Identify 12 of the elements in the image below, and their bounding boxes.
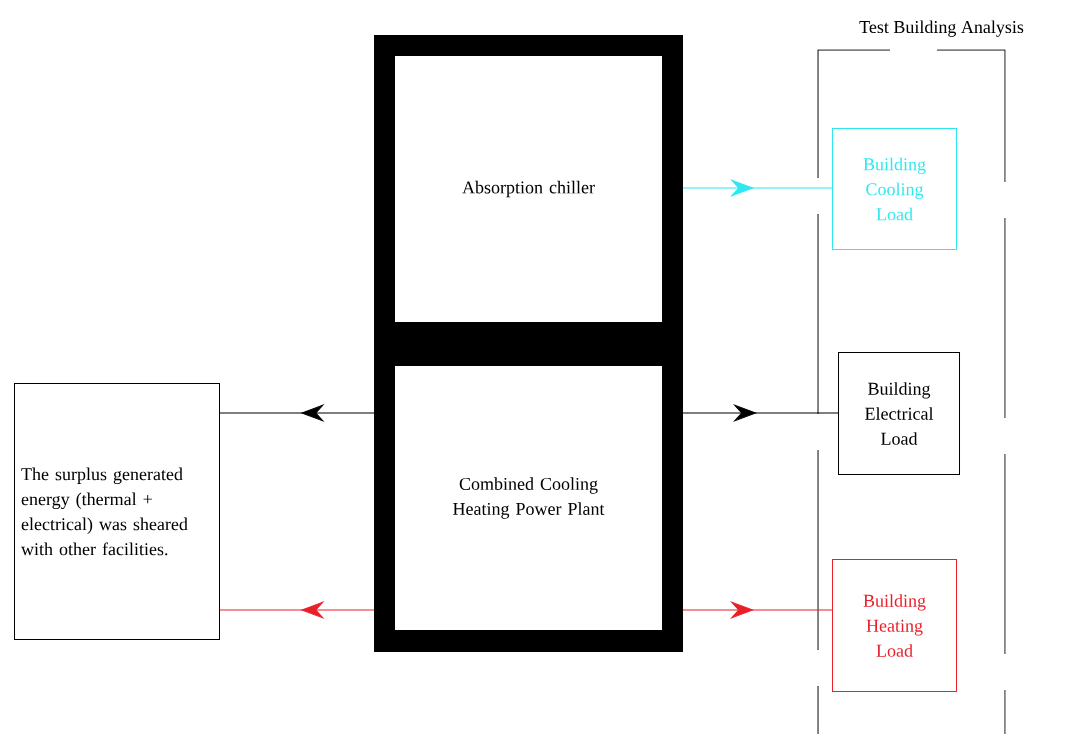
arrow: [219, 404, 375, 422]
load-box: Building Cooling Load: [832, 128, 957, 250]
load-box: Building Electrical Load: [838, 352, 960, 475]
arrow: [682, 404, 839, 422]
process-box: Combined Cooling Heating Power Plant: [381, 352, 676, 644]
arrow: [219, 601, 375, 619]
arrow: [682, 601, 833, 619]
process-box: Absorption chiller: [381, 42, 676, 336]
load-box: Building Heating Load: [832, 559, 957, 692]
note-box: The surplus generated energy (thermal + electrical) was sheared with other facilities.: [14, 383, 220, 640]
arrow: [682, 179, 833, 197]
group-title: Test Building Analysis: [859, 20, 1024, 37]
